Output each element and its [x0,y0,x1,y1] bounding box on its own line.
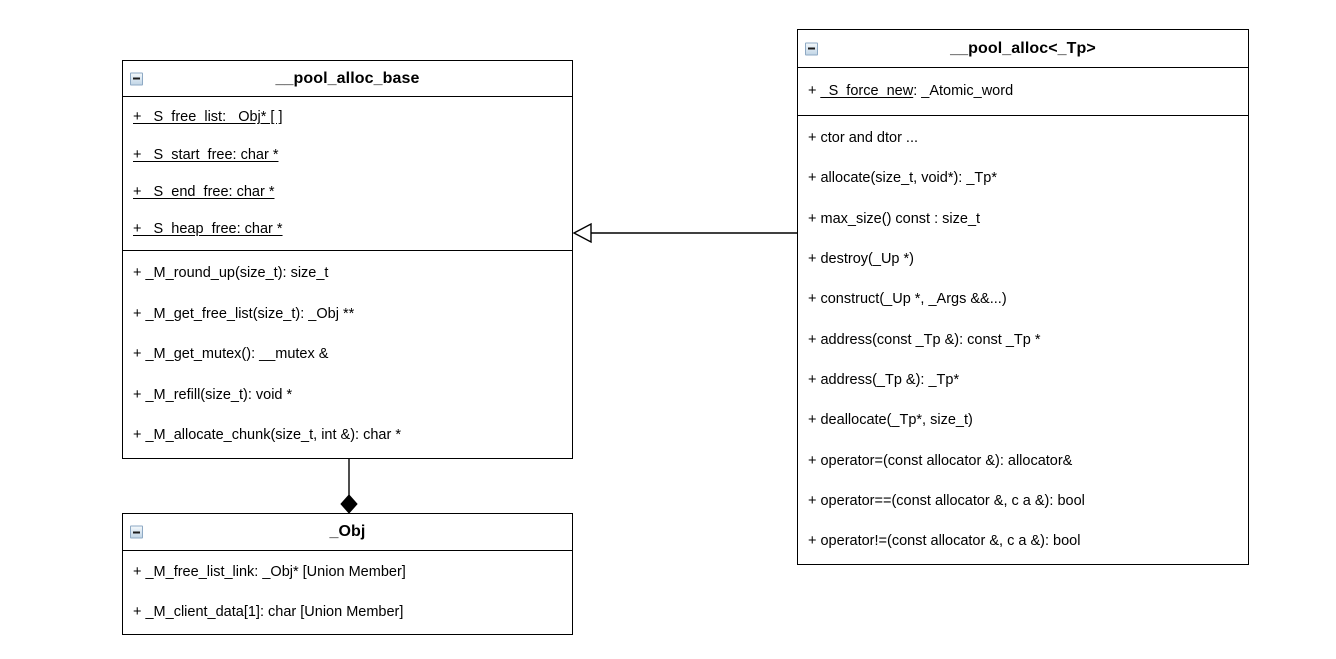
method-row[interactable]: + deallocate(_Tp*, size_t) [808,412,973,429]
hollow-triangle-arrowhead [572,222,592,244]
method-row[interactable]: + max_size() const : size_t [808,210,981,227]
class-box-obj[interactable]: _Obj + _M_free_list_link: _Obj* [Union M… [122,513,573,635]
filled-diamond-arrowhead [340,494,358,514]
class-header-obj: _Obj [123,514,572,551]
class-title: __pool_alloc<_Tp> [950,39,1096,57]
attributes-compartment: + _M_free_list_link: _Obj* [Union Member… [123,551,572,634]
attribute-type: : _Atomic_word [913,83,1014,100]
method-row[interactable]: + _M_round_up(size_t): size_t [133,264,329,281]
attribute-row[interactable]: + _S_start_free: char * [133,146,279,163]
method-row[interactable]: + address(_Tp &): _Tp* [808,372,960,388]
class-box-pool-alloc-tp[interactable]: __pool_alloc<_Tp> + _S_force_new: _Atomi… [797,29,1249,565]
method-row[interactable]: + operator=(const allocator &): allocato… [808,452,1073,469]
collapse-minus-icon[interactable] [130,525,143,539]
methods-compartment: + _M_round_up(size_t): size_t + _M_get_f… [123,250,572,458]
attribute-row[interactable]: + _S_force_new: _Atomic_word [798,83,1248,100]
attribute-row[interactable]: + _M_client_data[1]: char [Union Member] [133,603,404,620]
method-row[interactable]: + _M_get_mutex(): __mutex & [133,346,329,363]
class-title: __pool_alloc_base [275,69,420,87]
attributes-compartment: + _S_force_new: _Atomic_word [798,68,1248,115]
method-row[interactable]: + operator!=(const allocator &, c a &): … [808,533,1081,550]
attribute-visibility: + [808,83,821,100]
method-row[interactable]: + address(const _Tp &): const _Tp * [808,331,1041,348]
generalization-edge[interactable] [572,213,798,253]
methods-compartment: + ctor and dtor ... + allocate(size_t, v… [798,115,1248,564]
class-title: _Obj [329,523,366,540]
attribute-static-name: _S_force_new [820,83,914,100]
composition-edge[interactable] [332,457,366,517]
attributes-compartment: + _S_free_list: _Obj* [ ] + _S_start_fre… [123,97,572,250]
method-row[interactable]: + _M_get_free_list(size_t): _Obj ** [133,305,355,322]
collapse-minus-icon[interactable] [805,42,818,55]
collapse-minus-icon[interactable] [130,72,143,85]
attribute-row[interactable]: + _S_heap_free: char * [133,221,283,238]
method-row[interactable]: + destroy(_Up *) [808,250,914,267]
method-row[interactable]: + ctor and dtor ... [808,129,919,146]
class-header-pool-alloc-tp: __pool_alloc<_Tp> [798,30,1248,68]
method-row[interactable]: + allocate(size_t, void*): _Tp* [808,170,997,187]
method-row[interactable]: + _M_refill(size_t): void * [133,386,293,403]
class-header-pool-alloc-base: __pool_alloc_base [123,61,572,97]
method-row[interactable]: + construct(_Up *, _Args &&...) [808,291,1007,308]
method-row[interactable]: + _M_allocate_chunk(size_t, int &): char… [133,427,401,444]
attribute-row[interactable]: + _S_end_free: char * [133,183,275,200]
class-box-pool-alloc-base[interactable]: __pool_alloc_base + _S_free_list: _Obj* … [122,60,573,459]
method-row[interactable]: + operator==(const allocator &, c a &): … [808,493,1085,510]
attribute-row[interactable]: + _M_free_list_link: _Obj* [Union Member… [133,564,406,581]
attribute-row[interactable]: + _S_free_list: _Obj* [ ] [133,109,283,126]
